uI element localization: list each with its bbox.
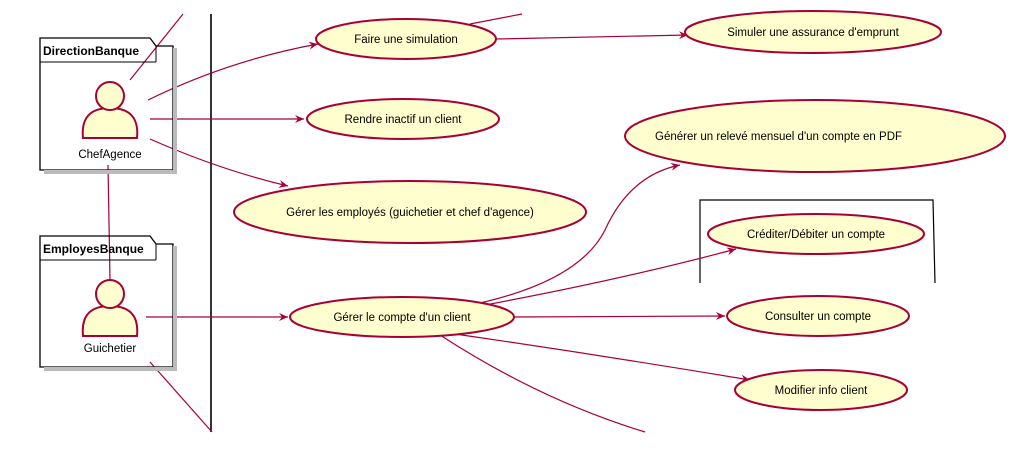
usecase-gerer-compte[interactable]: Gérer le compte d'un client: [289, 296, 515, 338]
usecase-consulter-compte[interactable]: Consulter un compte: [726, 295, 910, 337]
relation-chef-employes: [149, 138, 289, 188]
package-direction-shape: [39, 37, 174, 171]
actor-guichetier-label: Guichetier: [84, 343, 137, 355]
actor-guichetier-icon: [81, 279, 139, 337]
usecase-modifier-info-label: Modifier info client: [775, 385, 868, 397]
offframe-line-top-simulation: [469, 13, 523, 25]
relation-gerer-compte-modifier: [454, 333, 751, 383]
usecase-modifier-info[interactable]: Modifier info client: [734, 369, 908, 411]
offframe-line-bottom-gerer: [439, 334, 646, 433]
package-employes-banque: EmployesBanque: [39, 235, 177, 371]
package-employes-shadow: [173, 246, 177, 371]
package-employes-shape: [39, 235, 174, 368]
usecase-gerer-employes-label: Gérer les employés (guichetier et chef d…: [286, 207, 534, 219]
package-employes-title: EmployesBanque: [43, 242, 144, 256]
relation-gerer-compte-releve: [479, 162, 681, 304]
usecase-crediter-debiter[interactable]: Créditer/Débiter un compte: [707, 213, 925, 255]
usecase-simuler-assurance[interactable]: Simuler une assurance d'emprunt: [684, 10, 942, 54]
package-direction-shadow: [173, 48, 177, 174]
relation-gerer-compte-consulter: [513, 312, 726, 321]
usecase-rendre-inactif-label: Rendre inactif un client: [345, 114, 463, 126]
relation-gerer-compte-crediter: [484, 247, 737, 306]
usecase-gerer-employes[interactable]: Gérer les employés (guichetier et chef d…: [233, 180, 587, 244]
package-direction-banque: DirectionBanque: [39, 37, 177, 174]
relation-chef-simulation: [147, 41, 319, 101]
package-employes-shadow-bottom: [44, 367, 177, 371]
actor-guichetier[interactable]: Guichetier: [81, 279, 139, 355]
actor-chef-icon: [81, 81, 139, 139]
usecase-generer-releve-label: Générer un relevé mensuel d'un compte en…: [655, 131, 902, 143]
relation-simulation-assurance: [495, 31, 689, 40]
actor-chef-label: ChefAgence: [78, 149, 141, 161]
package-direction-title: DirectionBanque: [43, 44, 139, 58]
use-cases-layer: Faire une simulation Simuler une assuran…: [233, 10, 1006, 411]
actor-chef-agence[interactable]: ChefAgence: [78, 81, 142, 161]
relation-guichetier-chef: [107, 164, 111, 281]
usecase-gerer-compte-label: Gérer le compte d'un client: [333, 312, 471, 324]
usecase-rendre-inactif[interactable]: Rendre inactif un client: [306, 98, 500, 140]
usecase-faire-simulation[interactable]: Faire une simulation: [315, 18, 497, 60]
usecase-simuler-assurance-label: Simuler une assurance d'emprunt: [727, 27, 899, 39]
highlight-box: [699, 199, 936, 284]
package-direction-shadow-bottom: [44, 170, 177, 174]
usecase-consulter-compte-label: Consulter un compte: [765, 311, 871, 323]
usecase-generer-releve[interactable]: Générer un relevé mensuel d'un compte en…: [624, 99, 1006, 173]
usecase-crediter-debiter-label: Créditer/Débiter un compte: [747, 229, 885, 241]
offframe-line-bottom-guichetier: [149, 361, 213, 433]
usecase-faire-simulation-label: Faire une simulation: [354, 34, 458, 46]
